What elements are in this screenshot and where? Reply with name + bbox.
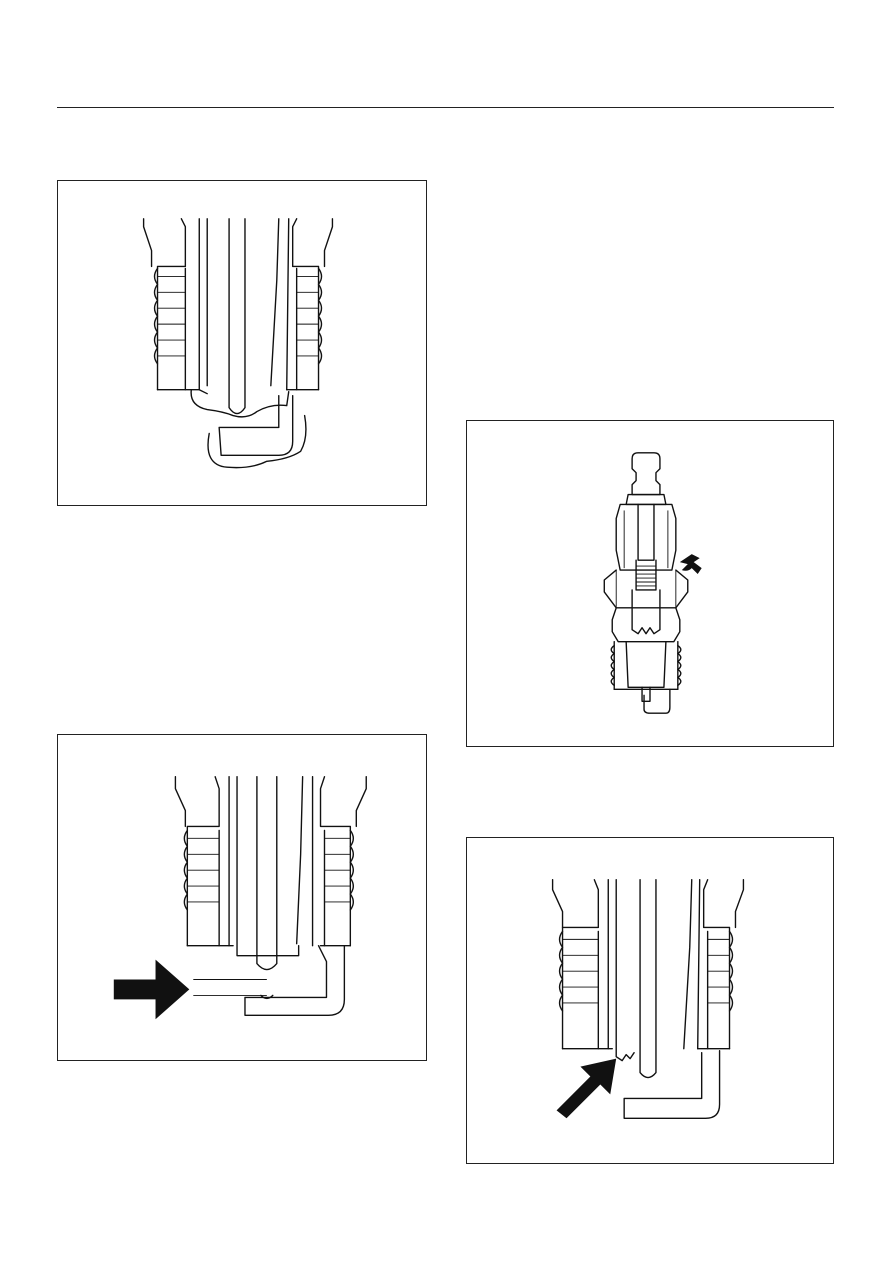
- figure-spark-plug-damage: [466, 837, 834, 1164]
- spark-plug-gap-illustration: [113, 776, 367, 1020]
- spark-plug-section-illustration: [603, 452, 702, 714]
- figure-spark-plug-gap: [57, 734, 427, 1061]
- figure-spark-plug-deposits: [57, 180, 427, 506]
- spark-plug-deposits-illustration: [142, 218, 334, 469]
- figure-spark-plug-section: [466, 420, 834, 747]
- spark-plug-damage-illustration: [551, 879, 745, 1119]
- header-rule: [57, 107, 834, 108]
